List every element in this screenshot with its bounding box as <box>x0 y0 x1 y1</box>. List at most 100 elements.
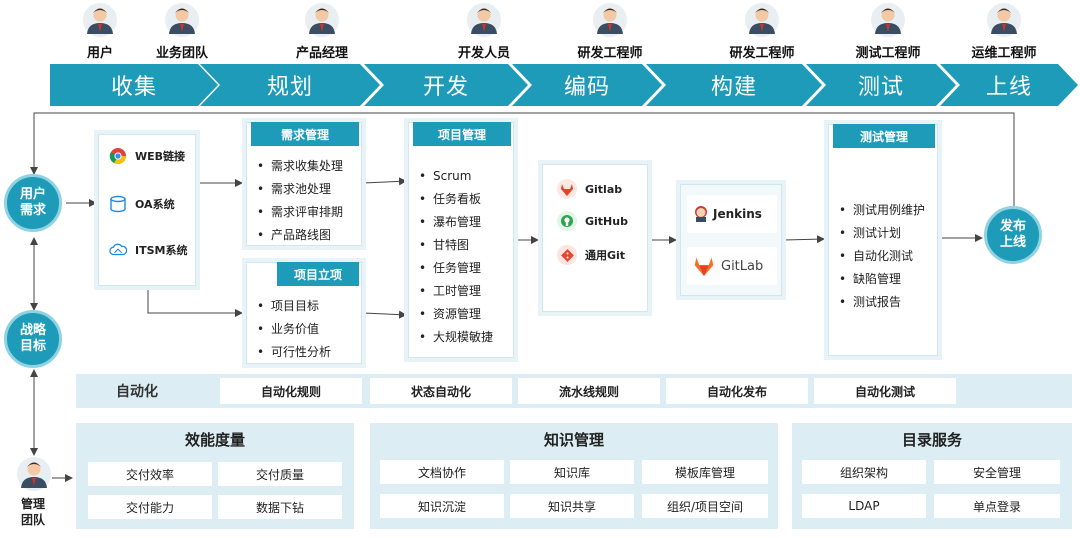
list-item: 测试报告 <box>839 291 925 314</box>
jenkins-icon <box>693 205 709 223</box>
role-label: 测试工程师 <box>855 46 921 61</box>
requirements-title: 需求管理 <box>251 122 359 146</box>
person-icon <box>304 2 340 40</box>
person-icon <box>592 2 628 40</box>
automation-bar: 自动化 自动化规则 状态自动化 流水线规则 自动化发布 自动化测试 <box>76 374 1072 408</box>
source-label: ITSM系统 <box>135 244 188 257</box>
project-setup-list: 项目目标业务价值可行性分析 <box>257 295 331 364</box>
role-label: 研发工程师 <box>577 46 643 61</box>
automation-item: 状态自动化 <box>370 378 512 404</box>
project-mgmt-panel: 项目管理 Scrum任务看板瀑布管理甘特图任务管理工时管理资源管理大规模敏捷 <box>408 122 514 358</box>
list-item: 测试用例维护 <box>839 199 925 222</box>
list-item: 大规模敏捷 <box>419 326 493 349</box>
git-icon <box>557 245 577 265</box>
knowledge-panel: 知识管理 文档协作 知识库 模板库管理 知识沉淀 知识共享 组织/项目空间 <box>370 423 778 529</box>
list-item: 任务看板 <box>419 188 493 211</box>
project-setup-panel: 项目立项 项目目标业务价值可行性分析 <box>246 262 362 364</box>
knowledge-item: 知识库 <box>510 460 634 484</box>
testing-list: 测试用例维护测试计划自动化测试缺陷管理测试报告 <box>839 199 925 314</box>
list-item: Scrum <box>419 165 493 188</box>
stage-release: 上线 <box>940 64 1078 106</box>
directory-panel: 目录服务 组织架构 安全管理 LDAP 单点登录 <box>792 423 1072 529</box>
repo-git: 通用Git <box>557 245 625 265</box>
list-item: 需求评审排期 <box>257 201 343 224</box>
build-tool-label: Jenkins <box>713 207 762 221</box>
arrow-sources-to-setup <box>147 286 243 317</box>
stage-chevron-bar: 收集 规划 开发 编码 构建 测试 上线 <box>50 64 1078 106</box>
directory-item: 单点登录 <box>934 494 1060 518</box>
source-web: WEB链接 <box>109 147 185 165</box>
efficiency-item: 交付效率 <box>88 462 212 486</box>
automation-item: 自动化测试 <box>814 378 956 404</box>
efficiency-item: 交付能力 <box>88 495 212 519</box>
directory-item: 安全管理 <box>934 460 1060 484</box>
person-icon <box>744 2 780 40</box>
role-label: 开发人员 <box>457 46 511 61</box>
directory-item: 组织架构 <box>802 460 926 484</box>
management-label: 管理 团队 <box>20 497 45 527</box>
directory-item: LDAP <box>802 494 926 518</box>
list-item: 甘特图 <box>419 234 493 257</box>
build-tool-gitlab: GitLab <box>687 247 777 285</box>
person-icon <box>82 2 118 40</box>
release-circle: 发布 上线 <box>984 206 1042 264</box>
repos-panel: Gitlab GitHub 通用Git <box>542 164 648 312</box>
role-label: 研发工程师 <box>729 46 795 61</box>
arrow-setup-to-pm <box>363 310 407 319</box>
github-icon <box>557 211 577 231</box>
requirements-list: 需求收集处理需求池处理需求评审排期产品路线图 <box>257 155 343 247</box>
repo-label: GitHub <box>585 214 628 228</box>
efficiency-item: 数据下钻 <box>218 495 342 519</box>
person-icon <box>870 2 906 40</box>
source-itsm: ITSM系统 <box>109 241 187 259</box>
role-label: 业务团队 <box>155 46 209 61</box>
testing-title: 测试管理 <box>833 124 935 148</box>
requirements-panel: 需求管理 需求收集处理需求池处理需求评审排期产品路线图 <box>246 122 362 247</box>
management-person-icon <box>16 456 52 494</box>
list-item: 自动化测试 <box>839 245 925 268</box>
database-icon <box>109 195 127 213</box>
stage-build: 构建 <box>646 64 822 106</box>
knowledge-item: 知识沉淀 <box>380 494 504 518</box>
list-item: 测试计划 <box>839 222 925 245</box>
stage-develop: 开发 <box>364 64 528 106</box>
source-oa: OA系统 <box>109 195 175 213</box>
automation-item: 自动化规则 <box>220 378 362 404</box>
gitlab-icon <box>557 179 577 199</box>
list-item: 需求收集处理 <box>257 155 343 178</box>
knowledge-item: 知识共享 <box>510 494 634 518</box>
cloud-icon <box>109 241 127 259</box>
efficiency-panel: 效能度量 交付效率 交付质量 交付能力 数据下钻 <box>76 423 354 529</box>
strategy-goal-circle: 战略 目标 <box>4 310 62 368</box>
sources-panel: WEB链接 OA系统 ITSM系统 <box>98 134 196 286</box>
knowledge-item: 组织/项目空间 <box>642 494 768 518</box>
project-setup-title: 项目立项 <box>277 262 359 286</box>
arrow-build-to-test <box>783 235 825 244</box>
build-tool-label: GitLab <box>721 258 764 274</box>
build-tool-jenkins: Jenkins <box>687 195 777 233</box>
stage-collect: 收集 <box>50 64 218 106</box>
list-item: 瀑布管理 <box>419 211 493 234</box>
repo-gitlab: Gitlab <box>557 179 622 199</box>
testing-panel: 测试管理 测试用例维护测试计划自动化测试缺陷管理测试报告 <box>828 124 938 356</box>
stage-test: 测试 <box>806 64 956 106</box>
knowledge-item: 文档协作 <box>380 460 504 484</box>
list-item: 业务价值 <box>257 318 331 341</box>
feedback-loop-line <box>30 112 1015 206</box>
source-label: OA系统 <box>135 198 175 211</box>
user-demand-circle: 用户 需求 <box>4 174 62 232</box>
role-label: 用户 <box>86 46 114 61</box>
knowledge-title: 知识管理 <box>543 431 604 449</box>
project-mgmt-list: Scrum任务看板瀑布管理甘特图任务管理工时管理资源管理大规模敏捷 <box>419 165 493 349</box>
chrome-icon <box>109 147 127 165</box>
automation-title: 自动化 <box>116 384 158 400</box>
role-label: 运维工程师 <box>971 46 1037 61</box>
repo-label: Gitlab <box>585 182 623 196</box>
repo-github: GitHub <box>557 211 628 231</box>
gitlab-icon <box>693 256 715 276</box>
list-item: 项目目标 <box>257 295 331 318</box>
list-item: 任务管理 <box>419 257 493 280</box>
automation-item: 流水线规则 <box>518 378 660 404</box>
list-item: 可行性分析 <box>257 341 331 364</box>
